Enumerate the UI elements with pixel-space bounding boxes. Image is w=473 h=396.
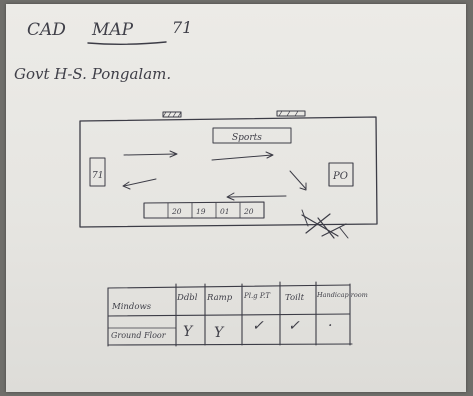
cell-ddbl: Y <box>183 324 194 340</box>
arrow-left-bottom <box>226 192 287 201</box>
po-building <box>328 162 354 187</box>
block-71 <box>89 157 106 187</box>
arrow-down-right <box>289 170 307 191</box>
cell-handicap-room: · <box>328 318 332 334</box>
header-handicap-room: Handicap room <box>316 291 368 299</box>
cell-playground: ✓ <box>252 318 264 334</box>
sports-label: Sports <box>232 133 262 143</box>
row-label-ground-floor: Ground Floor <box>111 331 167 340</box>
block-71-label: 71 <box>92 171 103 181</box>
header-ramp: Ramp <box>206 293 233 303</box>
cell-ramp: Y <box>214 325 225 341</box>
gate-mark-left <box>162 111 182 118</box>
header-playground: Pl.g P.T <box>243 292 271 300</box>
paper-sheet <box>6 4 466 392</box>
title-map: MAP <box>91 20 134 40</box>
arrow-left-small <box>122 178 157 190</box>
room-label-1: 20 <box>171 207 182 216</box>
header-toilet: Toilt <box>285 293 305 303</box>
facilities-table <box>107 281 353 347</box>
classroom-block <box>143 201 265 219</box>
gate-mark-left-hatch <box>162 111 182 118</box>
room-label-2: 19 <box>196 207 206 216</box>
school-name: Govt H-S. Pongalam. <box>14 65 171 83</box>
header-ddbl: Ddbl <box>176 293 198 303</box>
title-cad: CAD <box>27 20 66 40</box>
room-label-3: 01 <box>220 207 230 216</box>
po-label: PO <box>332 171 348 182</box>
arrow-right-middle <box>211 151 274 161</box>
campus-outline <box>79 116 378 228</box>
gate-mark-right-hatch <box>278 110 299 117</box>
title-number: 71 <box>172 18 192 37</box>
header-mindows: Mindows <box>111 302 152 312</box>
title-underline <box>87 41 167 45</box>
gate-mark-right <box>276 110 306 117</box>
entrance-gate-icon <box>301 209 349 239</box>
classroom-dividers <box>167 202 241 219</box>
sports-building <box>212 127 292 144</box>
arrow-right-top <box>123 150 178 158</box>
cell-toilet: ✓ <box>288 318 300 334</box>
room-label-4: 20 <box>243 207 254 216</box>
